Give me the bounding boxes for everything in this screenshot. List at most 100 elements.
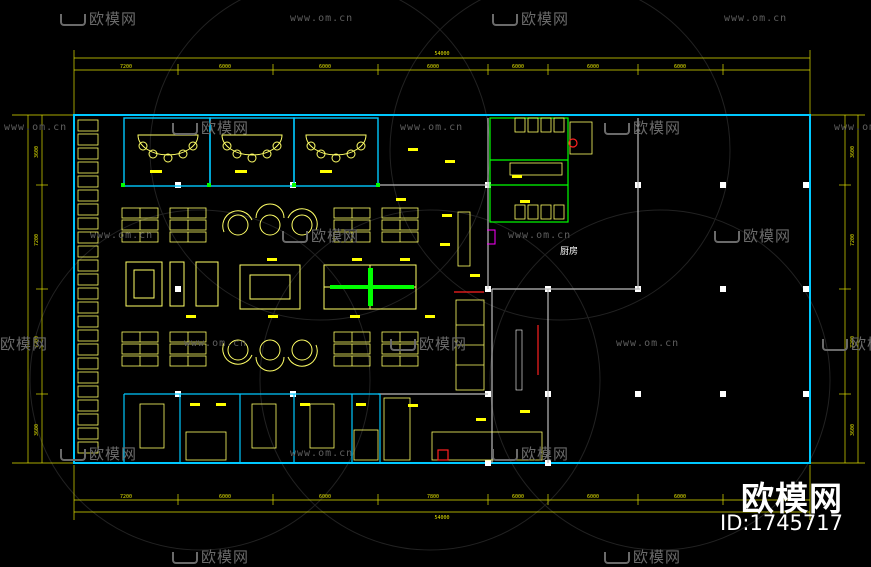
booth-seat xyxy=(77,259,99,272)
watermark-url: www.om.cn xyxy=(616,338,680,349)
sofa-icon xyxy=(390,338,416,351)
side-dimension-lines xyxy=(12,114,865,464)
top-dim-label: 6000 xyxy=(427,64,439,70)
annotation-tag xyxy=(352,258,362,261)
exterior-walls xyxy=(73,114,811,464)
watermark-url: www.om.cn xyxy=(184,338,248,349)
watermark: 欧模网 xyxy=(172,117,249,138)
booth-seat xyxy=(77,427,99,440)
watermark-url: www.om.cn xyxy=(834,122,871,133)
watermark: 欧模网 xyxy=(604,546,681,567)
booth-seat xyxy=(77,189,99,202)
right-dim-label: 3600 xyxy=(850,424,856,436)
watermark: 欧模网 xyxy=(282,225,359,246)
bottom-total-label: 54000 xyxy=(434,515,449,521)
left-booth-seating xyxy=(77,119,99,454)
watermark: 欧模网 xyxy=(714,225,791,246)
sofa-icon xyxy=(492,13,518,26)
left-dim-label: 3600 xyxy=(34,424,40,436)
booth-seat xyxy=(77,245,99,258)
sofa-icon xyxy=(604,122,630,135)
restroom-block xyxy=(487,117,593,245)
bottom-dimension-lines xyxy=(73,465,811,520)
annotation-tag xyxy=(476,418,486,421)
booth-seat xyxy=(77,315,99,328)
asset-id: ID:1745717 xyxy=(720,511,843,535)
booth-seat xyxy=(77,399,99,412)
green-markers xyxy=(121,183,414,306)
booth-seat xyxy=(77,385,99,398)
annotation-tag xyxy=(520,410,530,413)
red-accents xyxy=(437,291,539,461)
annotation-tag xyxy=(350,315,360,318)
top-dim-label: 6000 xyxy=(512,64,524,70)
booth-seat xyxy=(77,273,99,286)
annotation-tag xyxy=(400,258,410,261)
annotation-tag xyxy=(396,198,406,201)
bottom-dim-label: 7200 xyxy=(120,494,132,500)
top-dim-label: 6000 xyxy=(587,64,599,70)
booth-seat xyxy=(77,133,99,146)
dining-tables xyxy=(121,207,419,367)
booth-seat xyxy=(77,329,99,342)
right-dim-label: 3600 xyxy=(850,146,856,158)
annotation-tag xyxy=(425,315,435,318)
service-counter xyxy=(431,211,543,461)
annotation-tag xyxy=(408,404,418,407)
round-tables xyxy=(222,203,318,372)
left-dim-label: 7200 xyxy=(34,336,40,348)
booth-seat xyxy=(77,161,99,174)
watermark: 欧模网 xyxy=(60,8,137,29)
booth-seat xyxy=(77,301,99,314)
watermark-url: www.om.cn xyxy=(290,448,354,459)
booth-seat xyxy=(77,231,99,244)
bottom-dim-label: 6000 xyxy=(587,494,599,500)
bottom-dim-label: 6000 xyxy=(219,494,231,500)
sofa-icon xyxy=(714,230,740,243)
sofa-icon xyxy=(282,230,308,243)
annotation-tag xyxy=(445,160,455,163)
bottom-dim-label: 6000 xyxy=(674,494,686,500)
top-dim-label: 7200 xyxy=(120,64,132,70)
watermark: 欧模网 xyxy=(492,443,569,464)
watermark-url: www.om.cn xyxy=(724,13,788,24)
annotation-tag xyxy=(442,214,452,217)
watermark-url: www.om.cn xyxy=(90,230,154,241)
annotation-tag xyxy=(512,175,522,178)
booth-seat xyxy=(77,357,99,370)
annotation-tag xyxy=(268,315,278,318)
watermark-url: www.om.cn xyxy=(290,13,354,24)
annotation-tag xyxy=(267,258,277,261)
top-dim-label: 6000 xyxy=(319,64,331,70)
brand-logo: 欧模网 xyxy=(741,479,843,518)
booth-seat xyxy=(77,175,99,188)
annotation-tag xyxy=(186,315,196,318)
interior-partitions xyxy=(378,118,640,463)
watermark-url: www.om.cn xyxy=(508,230,572,241)
booth-seat xyxy=(77,413,99,426)
booth-seat xyxy=(77,371,99,384)
kitchen-label: 厨房 xyxy=(560,247,579,257)
private-rooms-top xyxy=(123,117,379,187)
watermark-url: www.om.cn xyxy=(400,122,464,133)
watermark: 欧模网 xyxy=(0,335,49,353)
booth-seat xyxy=(77,217,99,230)
top-dimension-lines xyxy=(73,50,811,115)
sofa-icon xyxy=(172,122,198,135)
watermark: 欧模网 xyxy=(390,333,467,354)
left-dim-label: 7200 xyxy=(34,234,40,246)
guide-arcs xyxy=(29,0,831,551)
bottom-dim-label: 6000 xyxy=(319,494,331,500)
annotation-tag xyxy=(408,148,418,151)
booth-seat xyxy=(77,147,99,160)
watermark: 欧模网 xyxy=(822,333,871,354)
bottom-dim-label: 6000 xyxy=(512,494,524,500)
sofa-icon xyxy=(822,338,848,351)
top-dim-label: 6000 xyxy=(219,64,231,70)
booth-seat xyxy=(77,203,99,216)
right-dim-label: 7200 xyxy=(850,234,856,246)
left-dim-label: 3600 xyxy=(34,146,40,158)
watermark-url: www.om.cn xyxy=(4,122,68,133)
